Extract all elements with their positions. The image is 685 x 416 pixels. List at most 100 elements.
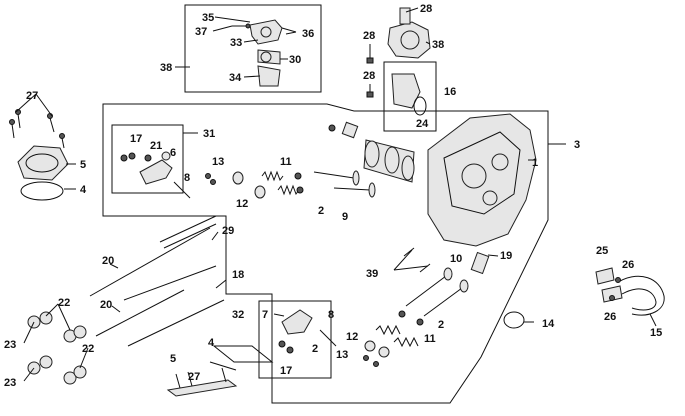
label-29: 29: [222, 225, 234, 237]
label-2-upper: 2: [318, 205, 324, 217]
label-31: 31: [203, 128, 215, 140]
leader-lines: [15, 7, 657, 382]
label-32: 32: [232, 309, 244, 321]
label-25: 25: [596, 245, 608, 257]
label-11-lower: 11: [424, 333, 436, 345]
label-8-upper: 8: [184, 172, 190, 184]
label-39: 39: [366, 268, 378, 280]
part-2-lower-spacers: [398, 310, 424, 326]
label-28-top: 28: [420, 3, 432, 15]
label-27-lower: 27: [188, 371, 200, 383]
part-4-gasket: [20, 181, 64, 201]
label-37: 37: [195, 26, 207, 38]
part-29-rods: [159, 215, 217, 249]
rocker-box-31: [111, 124, 184, 194]
label-10: 10: [450, 253, 462, 265]
label-4-lower: 4: [208, 337, 215, 349]
label-38-right: 38: [432, 39, 444, 51]
part-27-bolts: [9, 109, 65, 149]
part-16-housing: [391, 73, 427, 116]
label-4-left: 4: [80, 184, 87, 196]
part-camshaft: [363, 139, 415, 183]
part-22-23-fasteners-lower: [27, 355, 87, 385]
part-17-nuts: [120, 152, 152, 162]
part-17-lower-nuts: [278, 340, 294, 354]
label-13-lower: 13: [336, 349, 348, 361]
label-36: 36: [302, 28, 314, 40]
main-assembly-frame: [102, 103, 549, 404]
part-19-sensor: [470, 251, 490, 275]
label-18: 18: [232, 269, 244, 281]
label-22-upper: 22: [58, 297, 70, 309]
label-2-mid: 2: [312, 343, 318, 355]
label-9: 9: [342, 211, 348, 223]
part-5-bottom-cover: [166, 379, 238, 397]
label-28-low: 28: [363, 70, 375, 82]
part-13-retainers: [205, 173, 216, 185]
part-36-fitting: [249, 19, 297, 45]
part-13-lower-retainers: [363, 355, 379, 367]
part-2-spacers: [294, 172, 304, 194]
label-11-upper: 11: [280, 156, 292, 168]
label-28-mid: 28: [363, 30, 375, 42]
label-17-lower: 17: [280, 365, 292, 377]
label-19: 19: [500, 250, 512, 262]
part-14-o-ring: [503, 311, 525, 329]
label-14: 14: [542, 318, 555, 330]
part-11-springs: [261, 170, 300, 196]
part-5-cover: [17, 145, 69, 181]
label-17-upper: 17: [130, 133, 142, 145]
label-38-left: 38: [160, 62, 172, 74]
part-8-shaft: [173, 181, 191, 199]
label-16: 16: [444, 86, 456, 98]
label-1: 1: [532, 157, 538, 169]
label-20-upper: 20: [102, 255, 114, 267]
part-37-screw: [232, 23, 251, 29]
label-5-lower: 5: [170, 353, 176, 365]
part-22-23-fasteners-upper: [27, 311, 87, 343]
label-27-left: 27: [26, 90, 38, 102]
label-30: 30: [289, 54, 301, 66]
part-4-bottom-gasket: [212, 345, 274, 363]
part-8-lower-shaft: [319, 329, 337, 347]
label-26-upper: 26: [622, 259, 634, 271]
part-1-cylinder-head: [427, 113, 537, 247]
part-18-rods: [123, 265, 225, 347]
rocker-box-32: [258, 300, 332, 379]
label-33: 33: [230, 37, 242, 49]
part-7-rocker: [281, 309, 313, 335]
label-7: 7: [262, 309, 268, 321]
part-27-bottom-bolts: [175, 367, 227, 389]
part-15-pipe: [595, 267, 665, 316]
part-6-rocker-arm: [139, 151, 173, 185]
label-22-lower: 22: [82, 343, 94, 355]
label-34: 34: [229, 72, 242, 84]
label-15: 15: [650, 327, 662, 339]
part-12-lower-seals: [364, 340, 390, 358]
label-35: 35: [202, 12, 214, 24]
part-28-bolts: [366, 44, 374, 98]
callout-labels: 35 37 33 36 30 34 38 28 38 28 28 16 24 2…: [4, 3, 662, 389]
label-12-upper: 12: [236, 198, 248, 210]
label-26-lower: 26: [604, 311, 616, 323]
part-11-lower-springs: [375, 324, 419, 348]
part-9-valves: [313, 170, 376, 198]
label-13-upper: 13: [212, 156, 224, 168]
part-38-actuator: [387, 7, 431, 59]
part-39-dowels: [403, 247, 431, 273]
label-24: 24: [416, 118, 429, 130]
label-20-lower: 20: [100, 299, 112, 311]
part-30-valve: [257, 49, 281, 65]
top-inset-box: [184, 4, 322, 93]
label-2-lower: 2: [438, 319, 444, 331]
label-12-lower: 12: [346, 331, 358, 343]
label-21: 21: [150, 140, 162, 152]
part-12-seals: [232, 171, 266, 199]
part-20-rods: [89, 227, 211, 337]
part-10-valves: [405, 267, 469, 317]
box-16: [383, 61, 437, 132]
label-23-lower: 23: [4, 377, 16, 389]
label-23-upper: 23: [4, 339, 16, 351]
